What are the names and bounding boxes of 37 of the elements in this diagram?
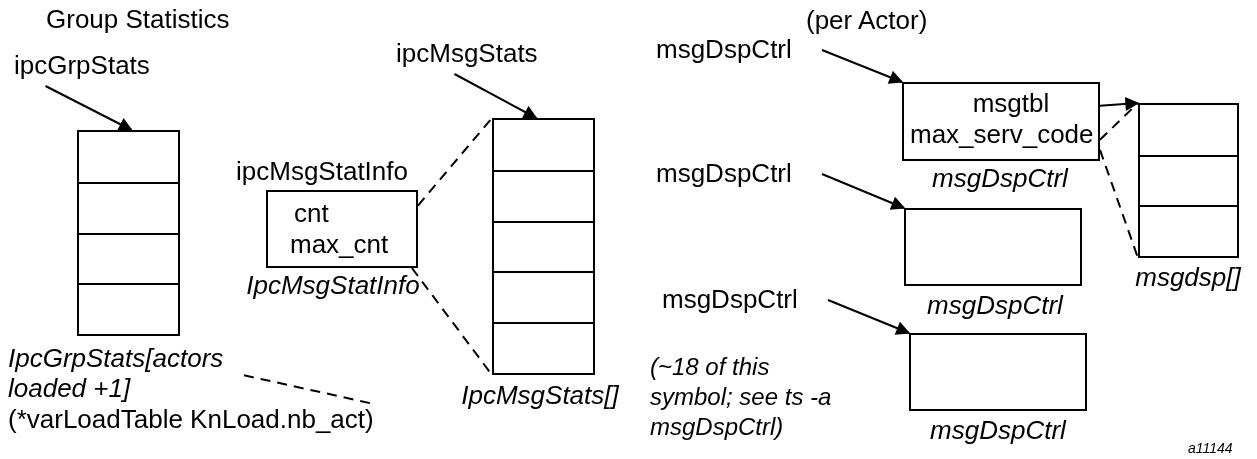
field-name: cnt <box>294 198 330 229</box>
arrow <box>453 73 538 119</box>
type-label: msgdsp[] <box>1134 262 1242 292</box>
arrow <box>827 299 911 335</box>
pointer-label: (*varLoadTable KnLoad.nb_act) <box>8 404 408 434</box>
array-drawing <box>904 208 1082 286</box>
type-label: msgDspCtrl <box>926 290 1065 320</box>
type-label: IpcMsgStats[] <box>460 380 620 410</box>
figure-id: a11144 <box>1188 439 1234 458</box>
arrow <box>44 85 133 131</box>
type-label: msgDspCtrl <box>929 415 1068 445</box>
note-text: (~18 of this symbol; see ts -a msgDspCtrl) <box>650 352 833 442</box>
type-label: IpcMsgStatInfo <box>245 270 421 300</box>
connector-line <box>1099 148 1139 259</box>
pointer-label: msgDspCtrl <box>656 158 822 188</box>
field-name: max_serv_code <box>910 119 1092 150</box>
pointer-label: IpcGrpStats[actors loaded +1] <box>8 343 244 403</box>
connector-line <box>417 117 493 207</box>
pointer-label: ipcMsgStats <box>396 38 546 68</box>
pointer-label: msgDspCtrl <box>662 284 828 314</box>
type-label: msgDspCtrl <box>931 163 1070 193</box>
pointer-label: msgDspCtrl <box>656 34 822 64</box>
array-drawing <box>492 118 595 375</box>
diagram-title: Group Statistics <box>46 4 230 34</box>
arrow <box>821 49 904 84</box>
field-name: msgtbl <box>971 88 1051 119</box>
array-drawing <box>1138 103 1239 258</box>
array-drawing <box>77 130 180 336</box>
field-name: max_cnt <box>290 229 390 260</box>
note-text: (per Actor) <box>806 4 929 36</box>
array-drawing <box>909 333 1087 411</box>
struct-name-label: ipcMsgStatInfo <box>236 156 408 186</box>
struct-box <box>902 82 1100 161</box>
pointer-label: ipcGrpStats <box>14 50 164 80</box>
arrow <box>821 173 906 210</box>
arrow <box>1099 96 1140 111</box>
connector-line <box>1099 102 1139 141</box>
